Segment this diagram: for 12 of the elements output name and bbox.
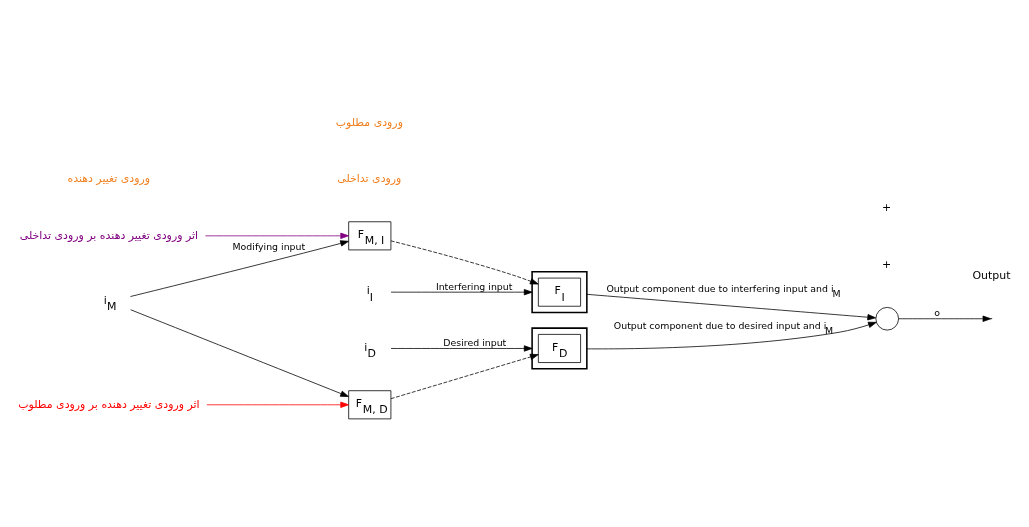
edge-label: Desired input [443, 336, 507, 348]
node-text: اثر ورودی تغییر دهنده بر ورودی مطلوب [18, 397, 200, 411]
label: ورودی تغییر دهنده [67, 171, 151, 185]
edge-label: o [934, 306, 940, 318]
edge-label: Modifying input [232, 240, 306, 252]
label: ورودی تداخلی [337, 171, 402, 185]
label: Output [972, 268, 1011, 282]
label: ورودی مطلوب [335, 115, 403, 129]
label: + [882, 200, 892, 214]
label: + [882, 257, 892, 271]
node-text: اثر ورودی تغییر دهنده بر ورودی تداخلی [19, 228, 199, 242]
edge-label: Interfering input [435, 280, 513, 291]
